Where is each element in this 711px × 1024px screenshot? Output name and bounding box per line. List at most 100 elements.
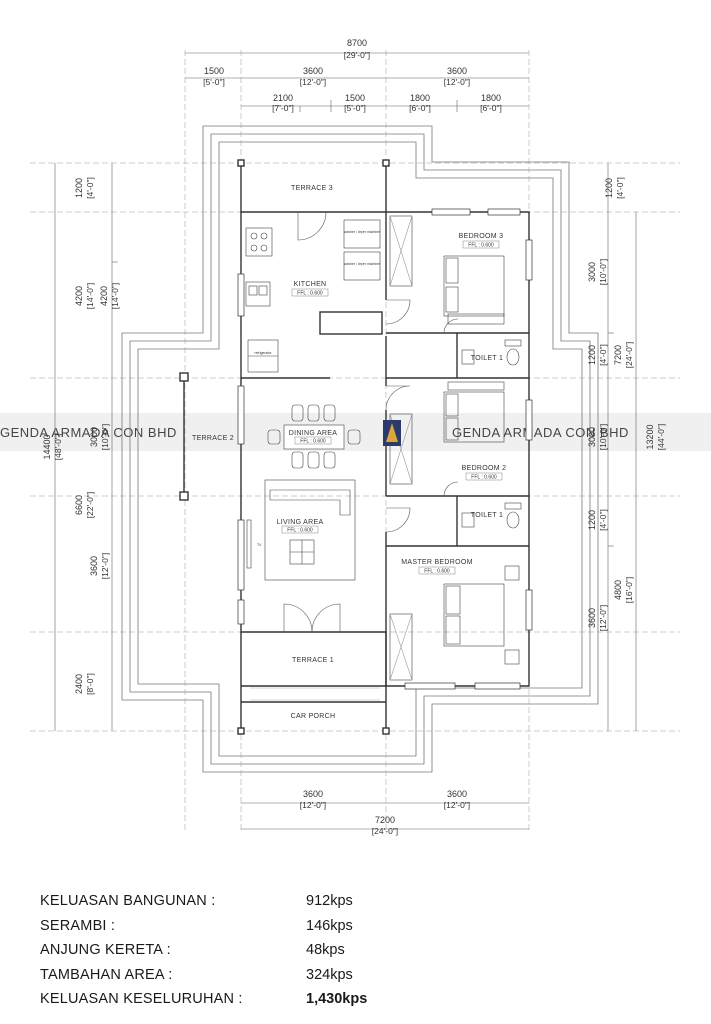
svg-text:TERRACE 2: TERRACE 2 [192,435,234,442]
svg-text:[12'-0"]: [12'-0"] [300,800,326,810]
svg-text:13200: 13200 [645,424,655,449]
svg-text:TERRACE 3: TERRACE 3 [291,185,333,192]
svg-text:FFL : 0.600: FFL : 0.600 [287,528,313,534]
svg-text:1200: 1200 [604,178,614,198]
svg-text:[24'-0"]: [24'-0"] [372,826,398,836]
svg-text:FFL : 0.600: FFL : 0.600 [471,475,497,481]
svg-text:[14'-0"]: [14'-0"] [110,283,120,309]
svg-text:[12'-0"]: [12'-0"] [598,605,608,631]
svg-text:[44'-0"]: [44'-0"] [656,424,666,450]
watermark-right: GENDA ARMADA CON BHD [452,425,629,440]
dims-top: 8700 [29'-0"] 1500 [5'-0"] 3600 [12'-0"]… [203,38,502,113]
svg-text:1500: 1500 [204,66,224,76]
dims-bottom: 3600 [12'-0"] 3600 [12'-0"] 7200 [24'-0"… [300,789,470,836]
svg-text:refrigerator: refrigerator [254,351,272,355]
svg-text:[12'-0"]: [12'-0"] [100,553,110,579]
svg-text:FFL : 0.600: FFL : 0.600 [468,243,494,249]
svg-text:[10'-0"]: [10'-0"] [598,259,608,285]
svg-text:1200: 1200 [587,510,597,530]
area-label: SERAMBI : [40,917,116,934]
svg-text:DINING AREA: DINING AREA [289,430,337,437]
watermark-left: GENDA ARMADA CON BHD [0,425,177,440]
svg-text:[5'-0"]: [5'-0"] [344,103,366,113]
svg-text:[48'-0"]: [48'-0"] [53,434,63,460]
svg-text:7200: 7200 [375,815,395,825]
area-label: ANJUNG KERETA : [40,942,171,958]
svg-text:4200: 4200 [74,286,84,306]
area-value: 912kps [306,893,353,909]
svg-text:TERRACE 1: TERRACE 1 [292,657,334,664]
dimension-lines [54,52,637,830]
svg-text:3600: 3600 [303,66,323,76]
svg-text:3000: 3000 [587,427,597,447]
svg-text:washer / dryer machine: washer / dryer machine [344,230,380,234]
svg-text:BEDROOM 3: BEDROOM 3 [459,233,504,240]
svg-text:3600: 3600 [447,789,467,799]
svg-text:TOILET 1: TOILET 1 [471,355,504,362]
svg-text:MASTER BEDROOM: MASTER BEDROOM [401,559,472,566]
svg-text:3600: 3600 [447,66,467,76]
svg-text:[4'-0"]: [4'-0"] [598,344,608,366]
area-row-tambahan: TAMBAHAN AREA : 324kps [40,967,460,992]
svg-text:[8'-0"]: [8'-0"] [85,673,95,695]
svg-text:[14'-0"]: [14'-0"] [85,283,95,309]
doors [283,211,459,633]
svg-text:[4'-0"]: [4'-0"] [615,177,625,199]
svg-text:BEDROOM 2: BEDROOM 2 [462,465,507,472]
svg-text:CAR PORCH: CAR PORCH [291,713,336,720]
svg-text:6600: 6600 [74,495,84,515]
svg-text:[4'-0"]: [4'-0"] [598,509,608,531]
svg-text:2400: 2400 [74,674,84,694]
svg-text:1800: 1800 [481,93,501,103]
dims-left: 14400 [48'-0"] 1200 [4'-0"] 4200 [14'-0"… [42,177,120,695]
svg-text:[7'-0"]: [7'-0"] [272,103,294,113]
svg-text:4800: 4800 [613,580,623,600]
svg-text:[22'-0"]: [22'-0"] [85,492,95,518]
svg-text:[4'-0"]: [4'-0"] [85,177,95,199]
svg-text:3000: 3000 [587,262,597,282]
svg-text:2100: 2100 [273,93,293,103]
svg-text:1200: 1200 [587,345,597,365]
svg-text:1500: 1500 [345,93,365,103]
svg-text:8700: 8700 [347,38,367,48]
room-labels: TERRACE 3 KITCHEN FFL : 0.600 washer / d… [192,185,506,720]
svg-text:3600: 3600 [587,608,597,628]
area-value-total: 1,430kps [306,991,368,1007]
walls [179,159,530,735]
svg-text:FFL : 0.600: FFL : 0.600 [424,569,450,575]
area-value: 324kps [306,966,353,983]
svg-text:[29'-0"]: [29'-0"] [344,50,370,60]
svg-text:KITCHEN: KITCHEN [294,281,327,288]
floor-plan-drawing: GENDA ARMADA CON BHD GENDA ARMADA CON BH… [0,38,711,836]
svg-text:[10'-0"]: [10'-0"] [598,424,608,450]
area-label: KELUASAN KESELURUHAN : [40,991,243,1007]
svg-text:[12'-0"]: [12'-0"] [300,77,326,87]
dims-right: 1200 [4'-0"] 3000 [10'-0"] 1200 [4'-0"] … [587,177,666,631]
windows [237,208,533,690]
area-row-anjung: ANJUNG KERETA : 48kps [40,942,460,967]
area-value: 146kps [306,917,353,934]
svg-text:3600: 3600 [89,556,99,576]
svg-text:7200: 7200 [613,345,623,365]
area-row-total: KELUASAN KESELURUHAN : 1,430kps [40,991,460,1016]
svg-text:4200: 4200 [99,286,109,306]
area-value: 48kps [306,942,345,958]
svg-text:3600: 3600 [303,789,323,799]
svg-text:14400: 14400 [42,434,52,459]
svg-text:1200: 1200 [74,178,84,198]
svg-text:LIVING AREA: LIVING AREA [277,519,324,526]
svg-text:[6'-0"]: [6'-0"] [409,103,431,113]
area-row-building: KELUASAN BANGUNAN : 912kps [40,893,460,918]
area-summary-table: KELUASAN BANGUNAN : 912kps SERAMBI : 146… [40,893,460,1016]
svg-text:3000: 3000 [89,427,99,447]
svg-text:[10'-0"]: [10'-0"] [100,424,110,450]
svg-text:[12'-0"]: [12'-0"] [444,800,470,810]
area-row-serambi: SERAMBI : 146kps [40,918,460,943]
svg-text:[12'-0"]: [12'-0"] [444,77,470,87]
svg-text:FFL : 0.600: FFL : 0.600 [297,291,323,297]
svg-text:FFL : 0.600: FFL : 0.600 [300,439,326,445]
svg-text:[24'-0"]: [24'-0"] [624,342,634,368]
watermark-band [0,413,711,451]
svg-text:washer / dryer machine: washer / dryer machine [344,262,380,266]
area-label: KELUASAN BANGUNAN : [40,893,216,909]
